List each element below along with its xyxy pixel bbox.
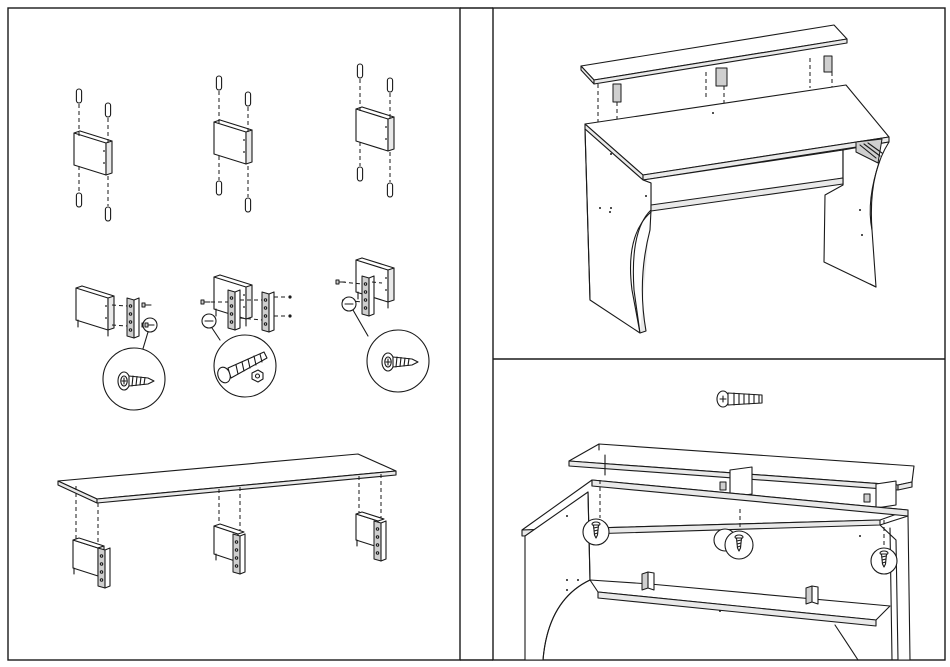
wooden-dowel-icon: [76, 89, 81, 103]
support-block-middle: [214, 524, 245, 574]
top-shelf-on-supports-step: [58, 454, 396, 588]
raised-shelf: [581, 25, 847, 84]
bracket-step-2: [201, 275, 292, 397]
shelf-onto-desk-step: [581, 25, 889, 333]
dowel-step-2: [214, 76, 252, 212]
flat-head-bolt-icon: [717, 391, 762, 407]
screw-callout-left: [583, 519, 609, 545]
shelf-fastening-detail: [522, 391, 914, 660]
screw-callout-middle: [714, 529, 753, 559]
desk-body: [585, 85, 889, 333]
dowel-insertion-steps: [74, 64, 394, 221]
support-block-left: [73, 538, 110, 588]
dowel-step-1: [74, 89, 112, 221]
metal-bracket-icon: [127, 298, 139, 338]
bracket-step-1: [76, 286, 165, 410]
screw-callout-right: [871, 548, 897, 574]
dowel-step-3: [356, 64, 394, 197]
desk-body-detail: [522, 480, 910, 660]
support-block-right: [356, 512, 386, 561]
bracket-attachment-steps: [76, 258, 429, 410]
top-shelf: [58, 454, 396, 503]
bracket-step-3: [336, 258, 429, 392]
